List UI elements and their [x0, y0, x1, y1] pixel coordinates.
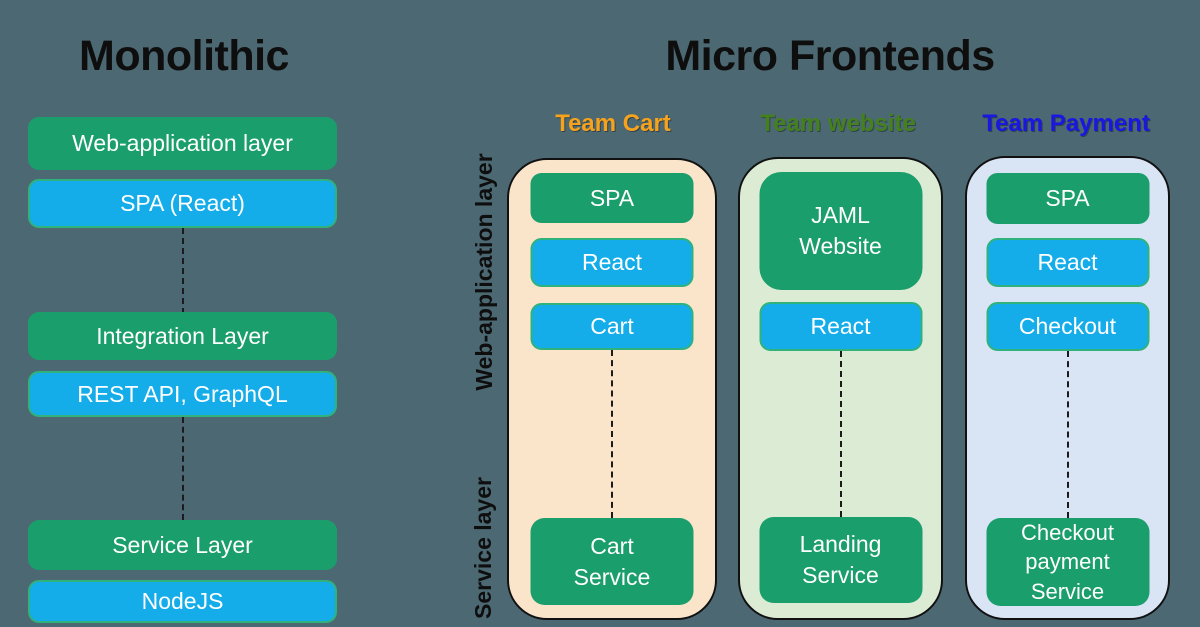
- box-cart-cart: Cart: [530, 303, 694, 350]
- box-landing-service-label: Landing Service: [799, 531, 882, 588]
- team-payment-column: SPA React Checkout Checkout payment Serv…: [965, 156, 1170, 620]
- box-cart-service-label: Cart Service: [573, 532, 651, 590]
- box-web-application-layer: Web-application layer: [28, 117, 337, 170]
- connector-dashed-line: [839, 351, 842, 517]
- connector-dashed-line: [182, 417, 184, 520]
- box-checkout-payment-service: Checkout payment Service: [986, 518, 1149, 606]
- box-payment-checkout: Checkout: [986, 302, 1149, 351]
- box-payment-spa: SPA: [986, 173, 1149, 224]
- box-service-layer: Service Layer: [28, 520, 337, 570]
- box-cart-spa: SPA: [530, 173, 694, 223]
- team-cart-label: Team Cart: [555, 110, 671, 137]
- box-website-jaml-label: JAML Website: [799, 202, 882, 259]
- box-cart-react: React: [530, 238, 694, 287]
- box-rest-api-graphql: REST API, GraphQL: [28, 371, 337, 417]
- connector-dashed-line: [1066, 351, 1069, 518]
- box-payment-react: React: [986, 238, 1149, 287]
- web-application-layer-axis-label: Web-application layer: [471, 153, 497, 391]
- team-website-column: JAML Website React Landing Service: [738, 157, 943, 620]
- connector-dashed-line: [611, 350, 613, 518]
- box-landing-service: Landing Service: [759, 517, 922, 603]
- box-cart-service: Cart Service: [530, 518, 694, 605]
- team-website-label: Team website: [760, 110, 916, 137]
- box-website-react: React: [759, 302, 922, 351]
- box-website-jaml: JAML Website: [759, 172, 922, 290]
- monolithic-title: Monolithic: [79, 32, 289, 80]
- box-spa-react: SPA (React): [28, 179, 337, 228]
- box-checkout-payment-service-label: Checkout payment Service: [1021, 520, 1114, 604]
- micro-frontends-title: Micro Frontends: [665, 32, 995, 80]
- team-payment-label: Team Payment: [982, 110, 1150, 137]
- service-layer-axis-label: Service layer: [470, 477, 496, 619]
- team-cart-column: SPA React Cart Cart Service: [507, 158, 717, 620]
- box-nodejs: NodeJS: [28, 580, 337, 623]
- box-integration-layer: Integration Layer: [28, 312, 337, 360]
- connector-dashed-line: [182, 228, 184, 314]
